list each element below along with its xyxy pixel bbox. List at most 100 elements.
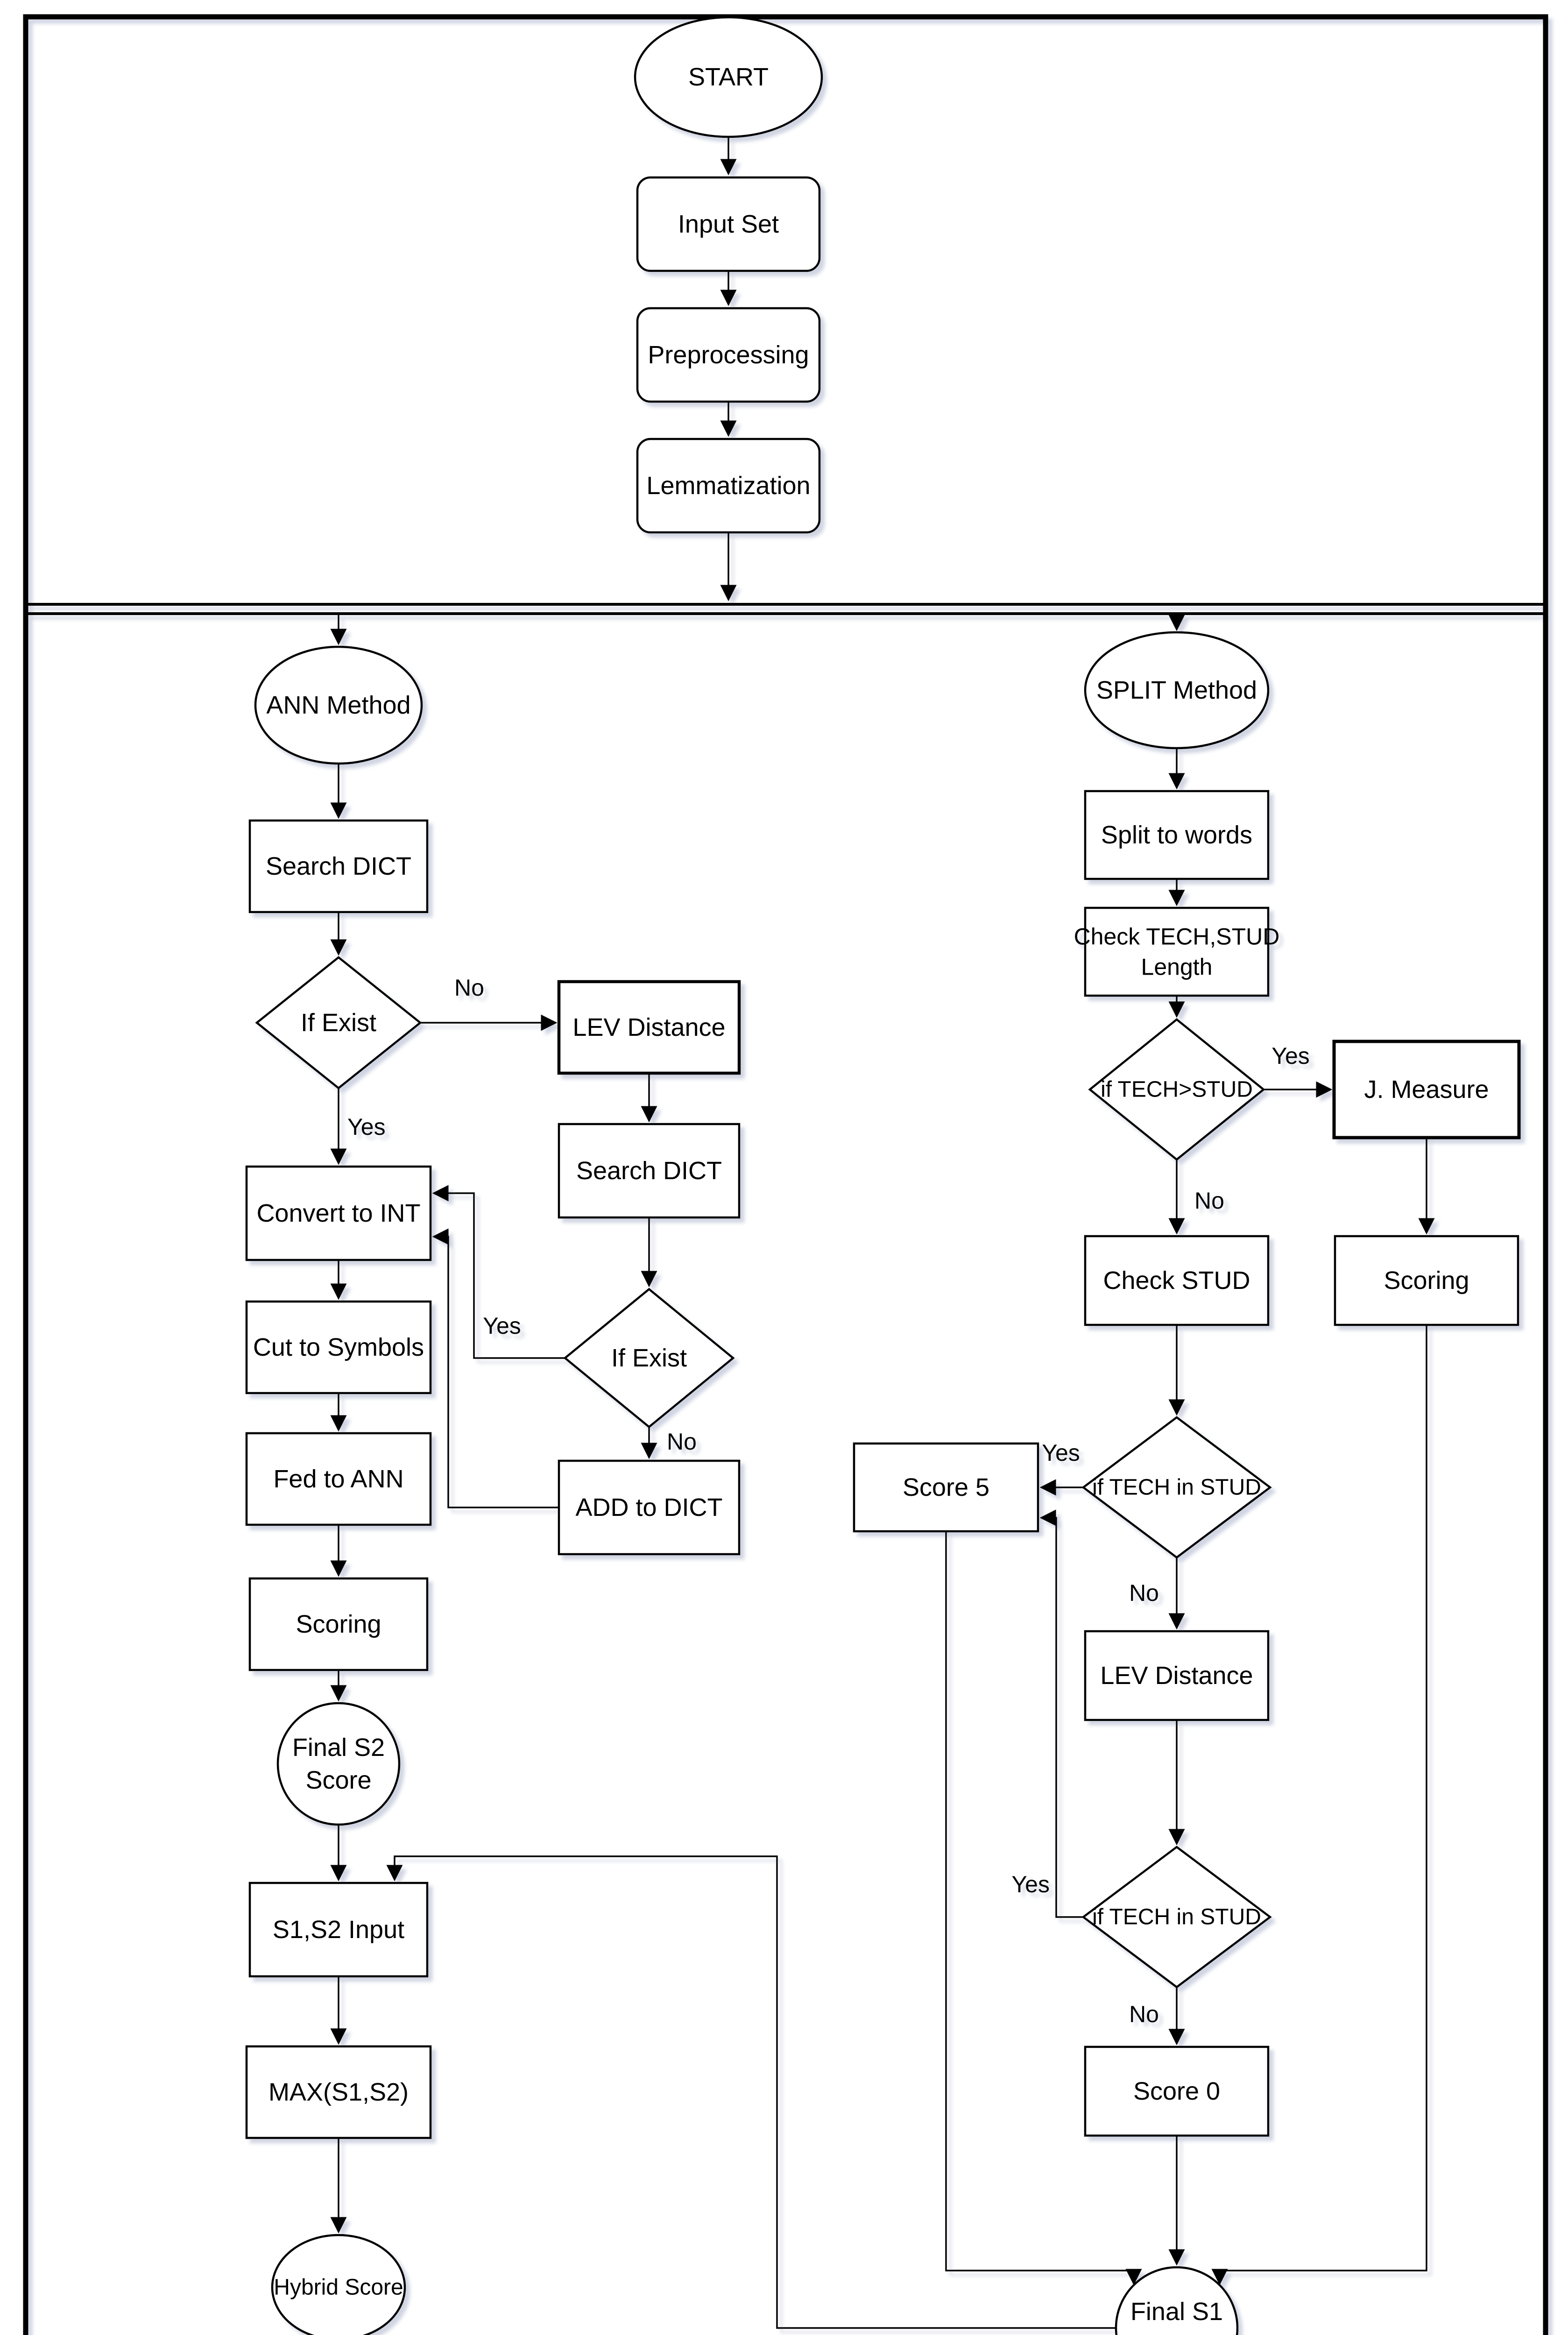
node-convert-to-int: Convert to INT	[245, 1165, 432, 1261]
edge-score-5-to-final-s1	[945, 1531, 1142, 2285]
node-if-tech-in-stud-1-shape	[1081, 1416, 1272, 1559]
node-final-s2-score-label-line-2: Score	[305, 1766, 371, 1794]
node-if-tech-in-stud-2-label: if TECH in STUD	[1092, 1905, 1261, 1930]
node-preprocessing: Preprocessing	[636, 307, 821, 403]
node-check-stud-shape	[1084, 1235, 1270, 1326]
node-ann-method-shape	[254, 645, 423, 765]
edge-label-if-tech-in-stud-1-no-to-lev-right: No	[1129, 1580, 1159, 1606]
node-if-tech-gt-stud-shape	[1088, 1018, 1265, 1161]
edge-if-tech-in-stud-2-yes-to-score-5	[1039, 1509, 1082, 1918]
node-input-set-label: Input Set	[678, 210, 779, 238]
node-final-s2-score-shape	[276, 1702, 401, 1826]
node-j-measure-shape	[1332, 1040, 1521, 1139]
node-score-5-label: Score 5	[903, 1473, 989, 1501]
node-lev-distance-left-shape	[557, 980, 741, 1075]
edge-final-s1-to-s1s2-input	[386, 1855, 1116, 2329]
node-hybrid-score-shape	[271, 2234, 406, 2335]
node-fed-to-ann: Fed to ANN	[245, 1432, 432, 1526]
node-search-dict-1-label: Search DICT	[266, 852, 411, 880]
node-lemmatization-label: Lemmatization	[646, 472, 810, 500]
node-search-dict-1: Search DICT	[248, 819, 429, 913]
edge-label-if-exist-2-no-to-add-to-dict: No	[667, 1429, 697, 1455]
node-scoring-right-label: Scoring	[1384, 1267, 1469, 1295]
node-max-s1s2-label: MAX(S1,S2)	[268, 2078, 409, 2106]
node-max-s1s2-shape	[245, 2045, 432, 2139]
edge-label-if-tech-in-stud-1-yes-to-score-5: Yes	[1042, 1440, 1080, 1466]
node-s1s2-input: S1,S2 Input	[248, 1882, 429, 1978]
node-final-s1-score: Final S1Score	[1115, 2266, 1239, 2335]
node-split-to-words-label: Split to words	[1101, 821, 1252, 849]
node-if-tech-in-stud-2-shape	[1081, 1846, 1272, 1988]
node-j-measure-label: J. Measure	[1364, 1076, 1489, 1104]
node-lev-distance-left-label: LEV Distance	[572, 1013, 725, 1041]
node-max-s1s2: MAX(S1,S2)	[245, 2045, 432, 2139]
page-border	[23, 14, 1548, 2335]
node-if-exist-1-shape	[255, 956, 422, 1090]
edge-if-exist-2-yes-to-convert-to-int	[432, 1185, 565, 1359]
node-score-0: Score 0	[1084, 2045, 1270, 2137]
node-preprocessing-shape	[636, 307, 821, 403]
node-cut-to-symbols-shape	[245, 1300, 432, 1394]
node-s1s2-input-shape	[248, 1882, 429, 1978]
node-search-dict-2-shape	[558, 1123, 741, 1219]
node-search-dict-2-label: Search DICT	[576, 1157, 722, 1185]
node-search-dict-2: Search DICT	[558, 1123, 741, 1219]
node-scoring-left: Scoring	[248, 1577, 429, 1671]
node-check-stud: Check STUD	[1084, 1235, 1270, 1326]
edge-label-if-exist-1-no-to-lev-distance-left: No	[454, 975, 484, 1001]
node-lemmatization: Lemmatization	[636, 438, 821, 534]
edge-label-if-exist-2-yes-to-convert-to-int: Yes	[483, 1313, 521, 1339]
node-score-5: Score 5	[853, 1442, 1039, 1533]
node-scoring-right: Scoring	[1334, 1235, 1519, 1326]
node-scoring-left-shape	[248, 1577, 429, 1671]
node-score-5-shape	[853, 1442, 1039, 1533]
node-if-exist-2-label: If Exist	[611, 1344, 687, 1372]
node-if-tech-in-stud-1-label: if TECH in STUD	[1092, 1475, 1261, 1500]
edge-scoring-right-to-final-s1	[1211, 1325, 1427, 2285]
node-start-shape	[634, 16, 823, 138]
node-score-0-shape	[1084, 2045, 1270, 2137]
node-split-to-words-shape	[1084, 790, 1270, 880]
node-ann-method: ANN Method	[254, 645, 423, 765]
node-final-s1-score-shape	[1115, 2266, 1239, 2335]
node-fed-to-ann-shape	[245, 1432, 432, 1526]
node-convert-to-int-label: Convert to INT	[256, 1199, 420, 1227]
node-add-to-dict-shape	[558, 1459, 741, 1556]
edge-label-if-tech-in-stud-2-yes-to-score-5: Yes	[1011, 1871, 1050, 1897]
node-fed-to-ann-label: Fed to ANN	[273, 1465, 403, 1493]
node-lev-distance-right-label: LEV Distance	[1100, 1662, 1253, 1690]
node-if-tech-gt-stud-label: if TECH>STUD	[1101, 1077, 1253, 1102]
edge-label-if-tech-gt-stud-yes-to-j-measure: Yes	[1271, 1043, 1310, 1069]
node-start-label: START	[688, 63, 769, 91]
node-check-tech-stud-length-shape	[1084, 906, 1270, 997]
node-if-exist-2: If Exist	[563, 1288, 735, 1429]
node-if-tech-in-stud-2: if TECH in STUD	[1081, 1846, 1272, 1988]
node-s1s2-input-label: S1,S2 Input	[273, 1916, 404, 1944]
node-add-to-dict: ADD to DICT	[558, 1459, 741, 1556]
node-lev-distance-right-shape	[1084, 1630, 1270, 1721]
node-split-method-shape	[1084, 631, 1270, 750]
node-preprocessing-label: Preprocessing	[648, 341, 809, 369]
node-lev-distance-right: LEV Distance	[1084, 1630, 1270, 1721]
node-score-0-label: Score 0	[1133, 2077, 1220, 2105]
node-convert-to-int-shape	[245, 1165, 432, 1261]
node-input-set-shape	[636, 176, 821, 272]
node-if-tech-in-stud-1: if TECH in STUD	[1081, 1416, 1272, 1559]
node-scoring-left-label: Scoring	[296, 1610, 381, 1638]
edge-add-to-dict-to-convert-to-int	[432, 1228, 559, 1508]
node-split-method: SPLIT Method	[1084, 631, 1270, 750]
node-cut-to-symbols-label: Cut to Symbols	[253, 1333, 424, 1361]
node-scoring-right-shape	[1334, 1235, 1519, 1326]
node-input-set: Input Set	[636, 176, 821, 272]
node-ann-method-label: ANN Method	[266, 691, 410, 719]
node-search-dict-1-shape	[248, 819, 429, 913]
node-split-to-words: Split to words	[1084, 790, 1270, 880]
edge-label-if-tech-in-stud-2-no-to-score-0: No	[1129, 2001, 1159, 2027]
node-if-tech-gt-stud: if TECH>STUD	[1088, 1018, 1265, 1161]
node-add-to-dict-label: ADD to DICT	[575, 1493, 722, 1521]
